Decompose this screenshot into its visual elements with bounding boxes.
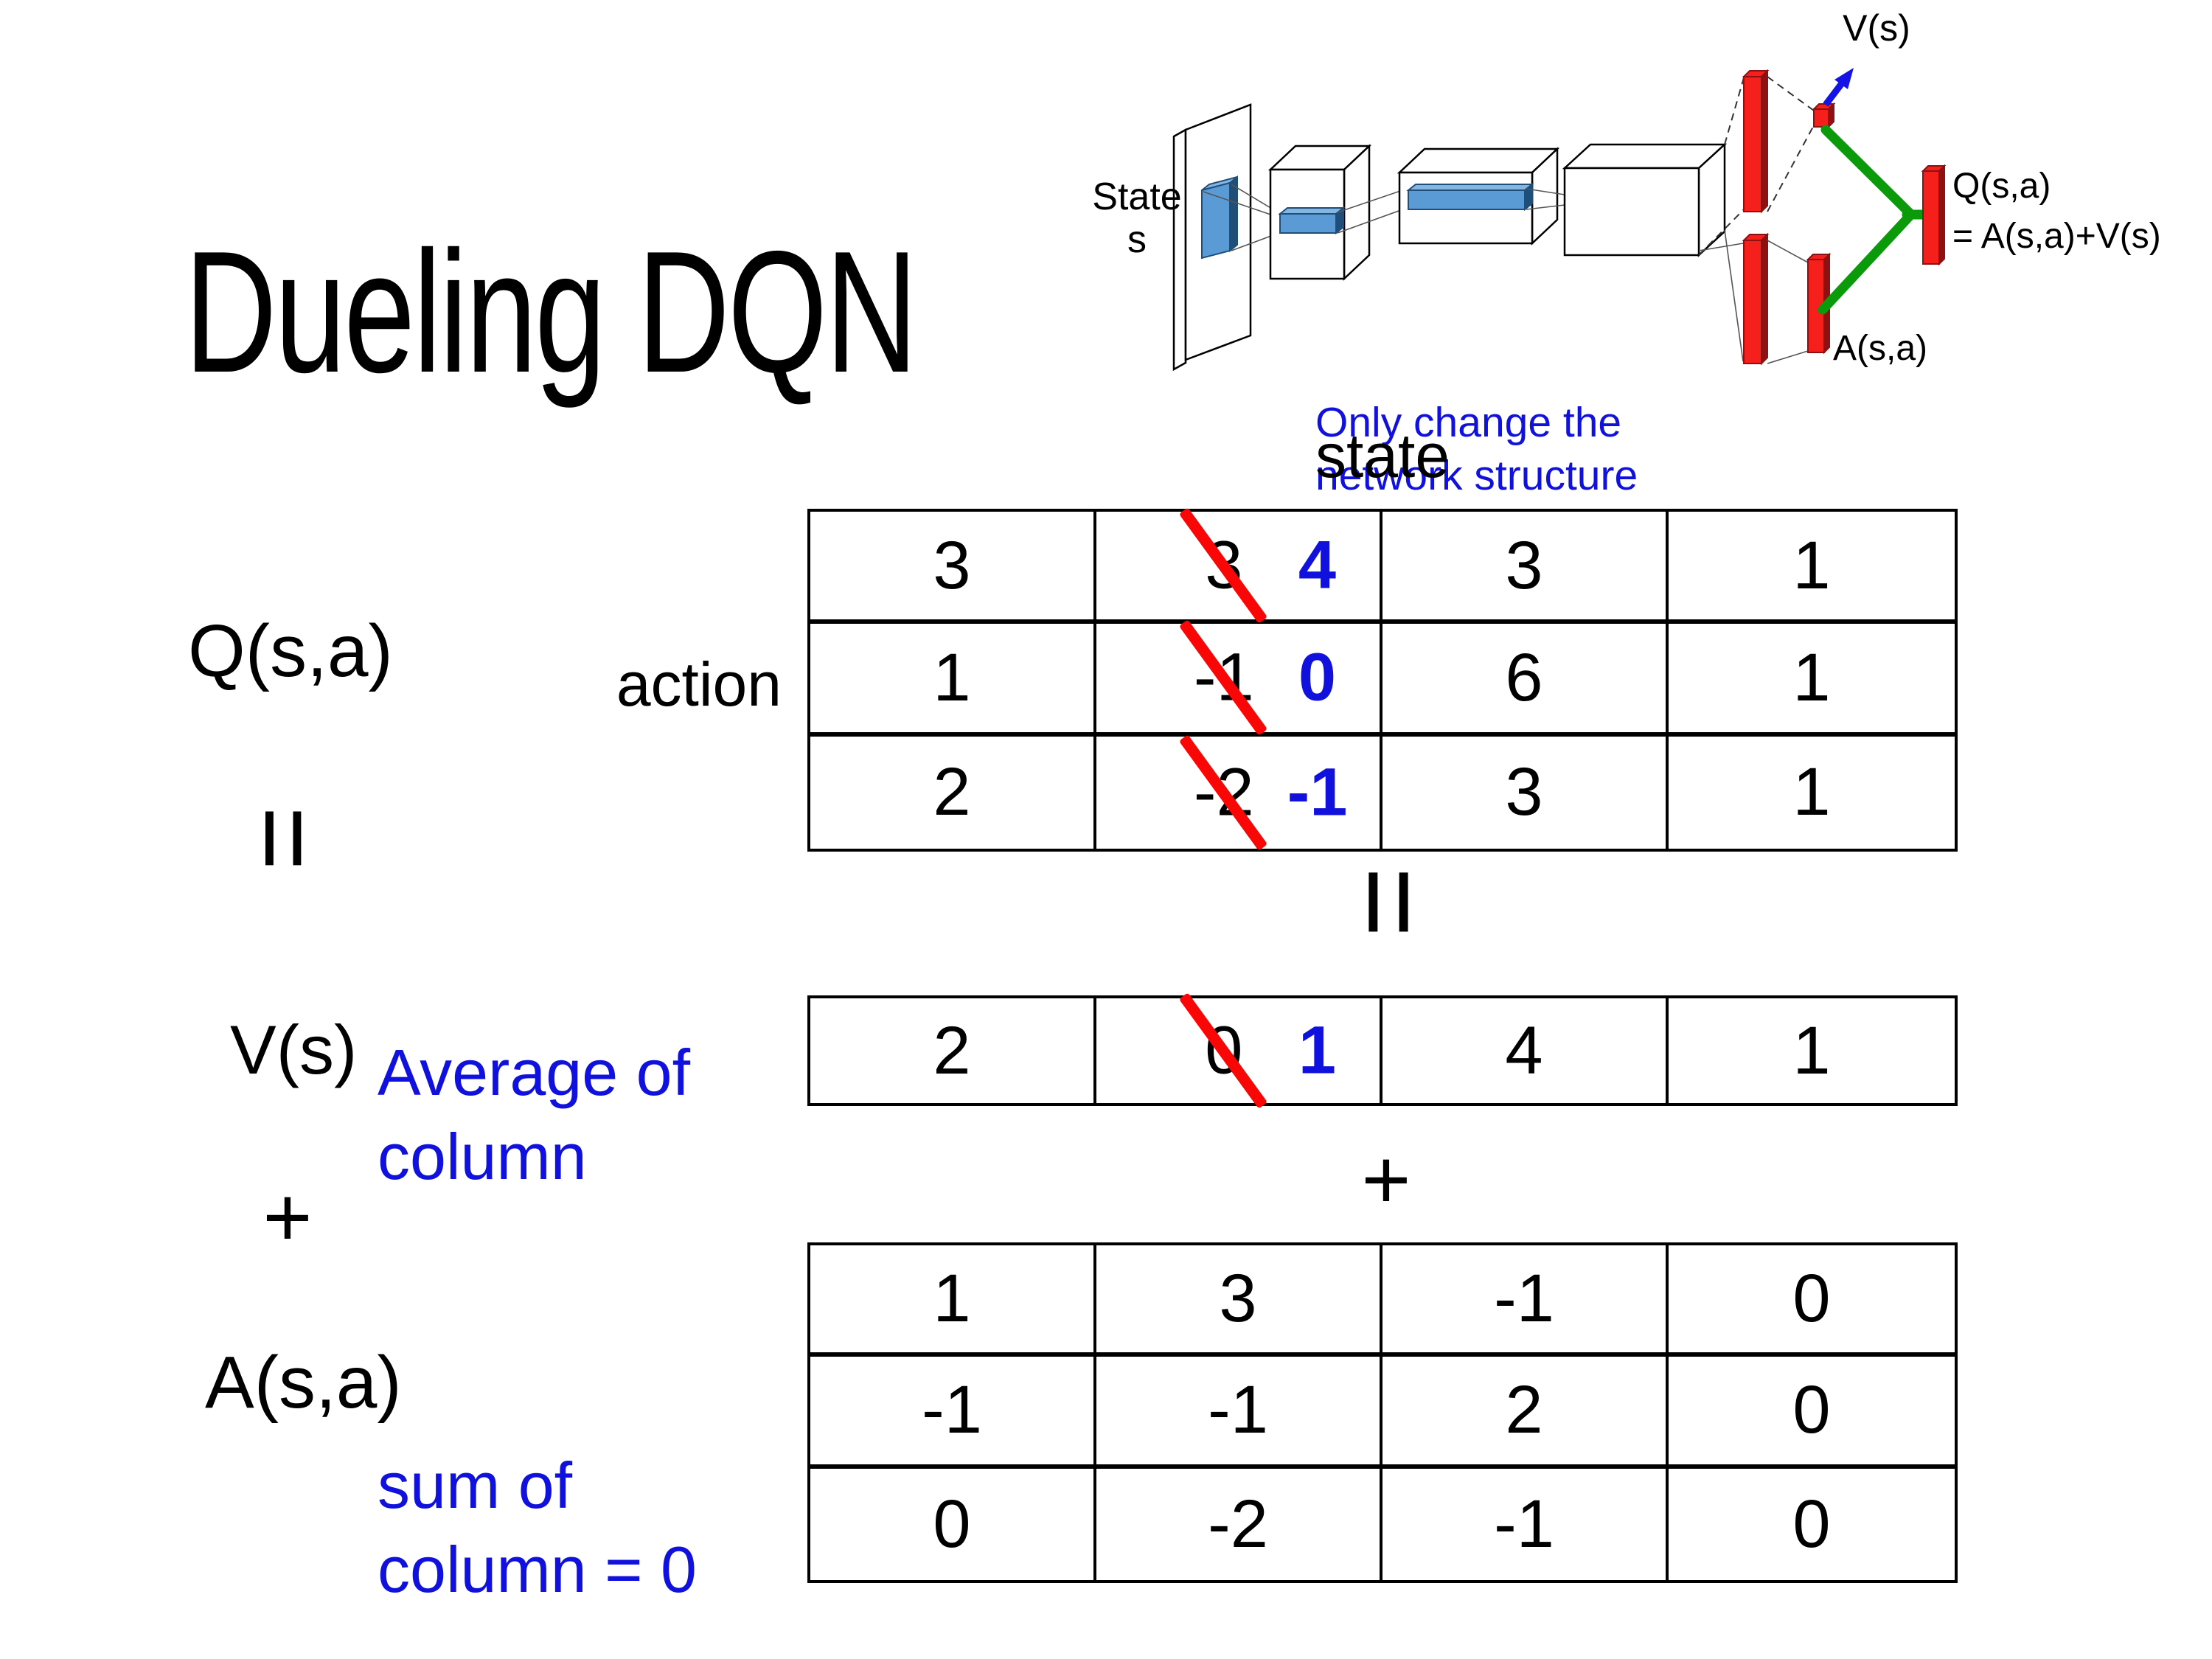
diagram-v-label: V(s): [1843, 7, 1910, 49]
input-patch-icon: [1201, 175, 1238, 260]
a-cell: 0: [1669, 1245, 1955, 1357]
q-cell: 2: [810, 736, 1096, 849]
stream-fan-lines: [1767, 76, 1815, 364]
plus-sign-left: +: [262, 1169, 313, 1265]
conv-cone-lines-3: [1526, 188, 1565, 210]
page-title: Dueling DQN: [184, 215, 918, 408]
red-strikethrough-icon: [1178, 992, 1268, 1109]
sum-note: sum of column = 0: [378, 1444, 697, 1613]
v-cell: 1: [1792, 1012, 1831, 1088]
a-cell: 1: [810, 1245, 1096, 1357]
advantage-fc-bar-icon: [1742, 232, 1770, 366]
new-value: 0: [1298, 639, 1337, 715]
new-value: 4: [1298, 527, 1337, 603]
q-cell: 1: [1669, 512, 1955, 625]
q-matrix-label: Q(s,a): [188, 610, 393, 692]
average-note: Average of column: [378, 1031, 690, 1200]
value-arrow-icon: [1823, 68, 1854, 107]
new-value: -1: [1287, 754, 1348, 830]
q-cell: 1: [810, 624, 1096, 737]
diagram-q-formula: = A(s,a)+V(s): [1952, 217, 2161, 256]
a-cell: -1: [1382, 1468, 1669, 1580]
average-note-line1: Average of: [378, 1036, 691, 1109]
a-cell: -2: [1096, 1468, 1382, 1580]
equals-sign-middle: =: [1322, 866, 1458, 938]
sum-note-line1: sum of: [378, 1449, 573, 1522]
q-cell-corrected: -2 -1: [1096, 734, 1382, 851]
a-cell: -1: [810, 1357, 1096, 1469]
new-value: 1: [1298, 1012, 1337, 1088]
a-cell: 0: [1792, 1486, 1831, 1562]
v-cell-corrected: 0 1: [1096, 992, 1382, 1109]
a-cell: -1: [1096, 1357, 1382, 1469]
diagram-note-line2: network structure: [1315, 452, 1638, 499]
conv-feature-bar-2-icon: [1406, 182, 1534, 212]
aggregator-y-icon: [1818, 125, 1930, 315]
red-strikethrough-icon: [1178, 619, 1268, 737]
value-scalar-box-icon: [1812, 102, 1836, 129]
value-fc-bar-icon: [1742, 69, 1770, 214]
diagram-state-label-line2: s: [1127, 218, 1147, 261]
q-output-bar-icon: [1921, 164, 1947, 266]
q-cell: 3: [810, 512, 1096, 625]
fc-fan-lines: [1698, 74, 1745, 362]
a-cell: -1: [1382, 1245, 1669, 1357]
v-cell: 2: [810, 998, 1096, 1103]
v-matrix-label: V(s): [230, 1011, 358, 1088]
a-matrix-table: 1 3 -1 0 -1 -1 2 0 0 -2 -1 0: [807, 1242, 1958, 1583]
sum-note-line2: column = 0: [378, 1533, 697, 1607]
a-cell: 2: [1382, 1357, 1669, 1469]
q-cell: 3: [1382, 736, 1669, 849]
diagram-a-label: A(s,a): [1833, 329, 1927, 368]
v-vector-table: 2 0 1 4 1: [807, 992, 1958, 1109]
a-cell: 0: [810, 1468, 1096, 1580]
average-note-line2: column: [378, 1120, 587, 1194]
diagram-state-label-line1: State: [1092, 175, 1181, 218]
q-cell: 1: [1792, 754, 1831, 830]
q-cell-corrected: 3 4: [1096, 507, 1382, 625]
plus-sign-middle: +: [1361, 1132, 1411, 1227]
action-axis-label: action: [616, 650, 782, 719]
diagram-q-label: Q(s,a): [1952, 167, 2051, 206]
q-cell: 1: [1669, 624, 1955, 737]
a-matrix-label: A(s,a): [205, 1341, 402, 1424]
red-strikethrough-icon: [1178, 507, 1268, 624]
v-cell: 4: [1382, 998, 1669, 1103]
conv-feature-bar-1-icon: [1278, 206, 1346, 235]
q-matrix-table: 3 3 4 3 1 1 -1 0 6 1 2 -2 -1 3 1: [807, 507, 1958, 852]
equals-sign-left: =: [223, 806, 347, 871]
dueling-network-diagram: State s V(s) A(s,a) Q(s,a) = A(s,a)+V(s)…: [1092, 7, 2161, 499]
a-cell: 0: [1669, 1357, 1955, 1469]
red-strikethrough-icon: [1178, 734, 1268, 851]
conv-box-3-icon: [1562, 142, 1728, 257]
q-cell-corrected: -1 0: [1096, 619, 1382, 737]
state-header: state: [1315, 421, 1450, 490]
diagram-note-line1: Only change the: [1315, 399, 1621, 446]
q-cell: 3: [1382, 512, 1669, 625]
conv-cone-lines-2: [1337, 188, 1408, 234]
q-cell: 6: [1382, 624, 1669, 737]
a-cell: 3: [1096, 1245, 1382, 1357]
